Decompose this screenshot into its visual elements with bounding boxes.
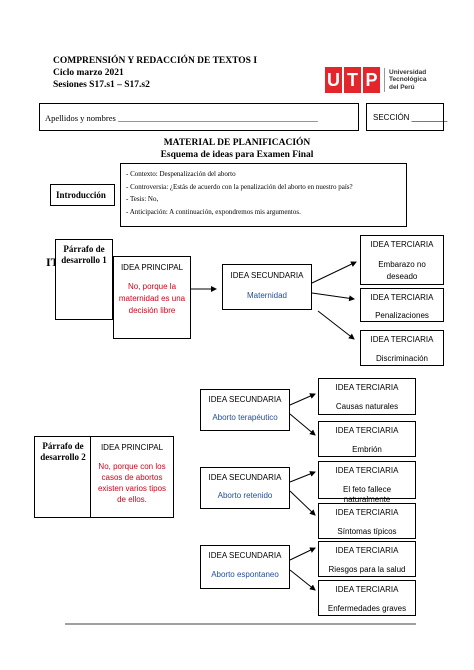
utp-logo: U T P Universidad Tecnológica del Perú xyxy=(325,67,426,93)
p2-terciaria-box: IDEA TERCIARIA Síntomas típicos xyxy=(318,503,416,539)
terciaria-title: IDEA TERCIARIA xyxy=(370,293,434,302)
p2-secundaria-box: IDEA SECUNDARIA Aborto retenido xyxy=(200,467,290,509)
p2-label: Párrafo de desarrollo 2 xyxy=(40,441,86,462)
logo-text: Tecnológica xyxy=(389,76,427,84)
p2-terciaria-box: IDEA TERCIARIA Causas naturales xyxy=(318,378,416,415)
p1-label: Párrafo de desarrollo 1 xyxy=(61,244,107,265)
secundaria-title: IDEA SECUNDARIA xyxy=(208,473,282,482)
header-block: COMPRENSIÓN Y REDACCIÓN DE TEXTOS I Cicl… xyxy=(53,55,257,91)
secundaria-text: Aborto espontaneo xyxy=(211,570,279,579)
terciaria-text: Síntomas típicos xyxy=(337,527,397,536)
logo-text: del Perú xyxy=(389,83,415,91)
p2-terciaria-box: IDEA TERCIARIA Embrión xyxy=(318,421,416,457)
terciaria-text: Discriminación xyxy=(375,354,428,363)
p2-label-box: Párrafo de desarrollo 2 xyxy=(34,436,92,518)
terciaria-text: Embarazo no deseado xyxy=(378,260,426,281)
secundaria-title: IDEA SECUNDARIA xyxy=(208,395,282,404)
intro-item: - Tesis: No, xyxy=(126,195,159,204)
p1-terciaria-box: IDEA TERCIARIA Penalizaciones xyxy=(360,288,444,322)
cycle-text: Ciclo marzo 2021 xyxy=(53,68,124,78)
title-block: MATERIAL DE PLANIFICACIÓN Esquema de ide… xyxy=(0,137,474,161)
name-field-box[interactable]: Apellidos y nombres ____________________… xyxy=(39,103,359,131)
intro-item: - Anticipación: A continuación, expondre… xyxy=(126,207,301,216)
page-subtitle: Esquema de ideas para Examen Final xyxy=(160,150,314,160)
intro-content-box: - Contexto: Despenalización del aborto -… xyxy=(120,163,407,227)
p2-terciaria-box: IDEA TERCIARIA El feto fallece naturalme… xyxy=(318,461,416,504)
p1-terciaria-box: IDEA TERCIARIA Discriminación xyxy=(360,330,444,366)
p1-secundaria-box: IDEA SECUNDARIA Maternidad xyxy=(222,264,312,310)
terciaria-title: IDEA TERCIARIA xyxy=(335,383,399,392)
terciaria-title: IDEA TERCIARIA xyxy=(370,240,434,249)
p1-principal-box: IDEA PRINCIPAL No, porque la maternidad … xyxy=(113,256,191,339)
p2-terciaria-box: IDEA TERCIARIA Enfermedades graves xyxy=(318,580,416,616)
principal-title: IDEA PRINCIPAL xyxy=(120,263,184,272)
course-title: COMPRENSIÓN Y REDACCIÓN DE TEXTOS I xyxy=(53,56,258,66)
p2-secundaria-box: IDEA SECUNDARIA Aborto terapéutico xyxy=(200,389,290,431)
terciaria-title: IDEA TERCIARIA xyxy=(335,585,399,594)
logo-letter: P xyxy=(363,67,380,93)
intro-item: - Controversia: ¿Estás de acuerdo con la… xyxy=(126,182,353,191)
intro-label-box: Introducción xyxy=(50,184,115,206)
p2-principal-box: IDEA PRINCIPAL No, porque con los casos … xyxy=(90,436,174,518)
terciaria-text: Enfermedades graves xyxy=(327,604,407,613)
terciaria-title: IDEA TERCIARIA xyxy=(335,466,399,475)
terciaria-text: Causas naturales xyxy=(335,402,399,411)
terciaria-title: IDEA TERCIARIA xyxy=(335,546,399,555)
p2-terciaria-box: IDEA TERCIARIA Riesgos para la salud xyxy=(318,541,416,577)
p1-terciaria-box: IDEA TERCIARIA Embarazo no deseado xyxy=(360,235,444,285)
section-field-box[interactable]: SECCIÓN ________ xyxy=(366,103,448,131)
intro-label: Introducción xyxy=(56,190,106,200)
section-label: SECCIÓN ________ xyxy=(373,113,448,122)
secundaria-text: Maternidad xyxy=(246,291,288,300)
page-title: MATERIAL DE PLANIFICACIÓN xyxy=(163,138,311,148)
principal-text: No, porque con los casos de abortos exis… xyxy=(97,462,167,504)
terciaria-title: IDEA TERCIARIA xyxy=(370,335,434,344)
principal-title: IDEA PRINCIPAL xyxy=(100,443,164,452)
p1-label-box: Párrafo de desarrollo 1 xyxy=(55,239,113,320)
intro-item: - Contexto: Despenalización del aborto xyxy=(126,170,236,178)
secundaria-title: IDEA SECUNDARIA xyxy=(208,551,282,560)
terciaria-text: Penalizaciones xyxy=(375,311,429,320)
terciaria-text: El feto fallece naturalmente xyxy=(342,485,392,504)
p2-secundaria-box: IDEA SECUNDARIA Aborto espontaneo xyxy=(200,545,290,589)
logo-text: Universidad xyxy=(389,68,427,76)
terciaria-text: Riesgos para la salud xyxy=(328,565,406,574)
logo-letter: U xyxy=(325,67,342,93)
secundaria-text: Aborto retenido xyxy=(217,491,273,500)
principal-text: No, porque la maternidad es una decisión… xyxy=(118,282,186,315)
terciaria-text: Embrión xyxy=(352,445,382,454)
terciaria-title: IDEA TERCIARIA xyxy=(335,426,399,435)
logo-letter: T xyxy=(344,67,361,93)
secundaria-text: Aborto terapéutico xyxy=(212,413,278,422)
name-label: Apellidos y nombres ____________________… xyxy=(45,113,318,123)
terciaria-title: IDEA TERCIARIA xyxy=(335,508,399,517)
secundaria-title: IDEA SECUNDARIA xyxy=(230,271,304,280)
sessions-text: Sesiones S17.s1 – S17.s2 xyxy=(53,80,150,90)
